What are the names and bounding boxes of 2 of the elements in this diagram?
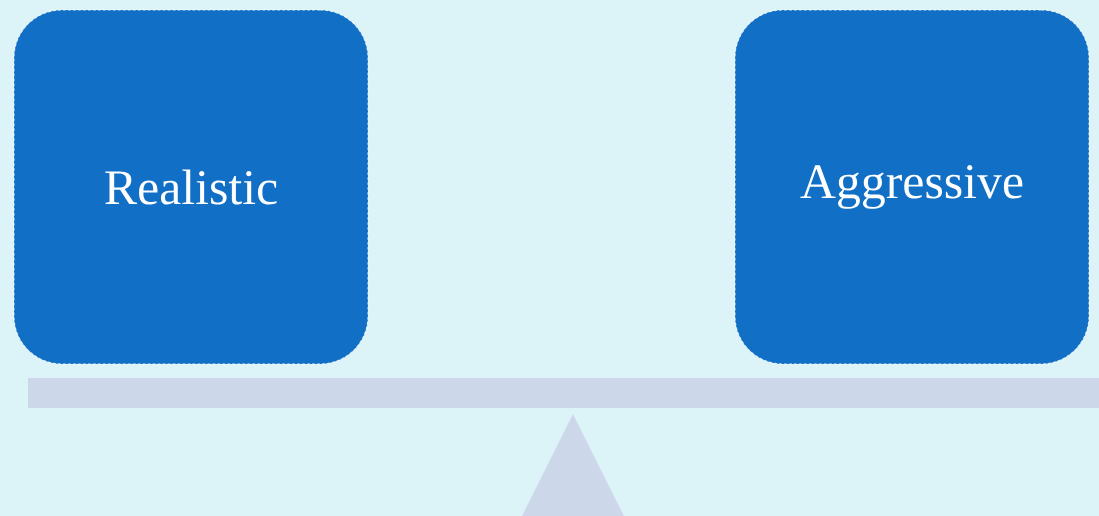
rounded-box: Realistic [13, 9, 369, 365]
rounded-box: Aggressive [734, 9, 1090, 365]
